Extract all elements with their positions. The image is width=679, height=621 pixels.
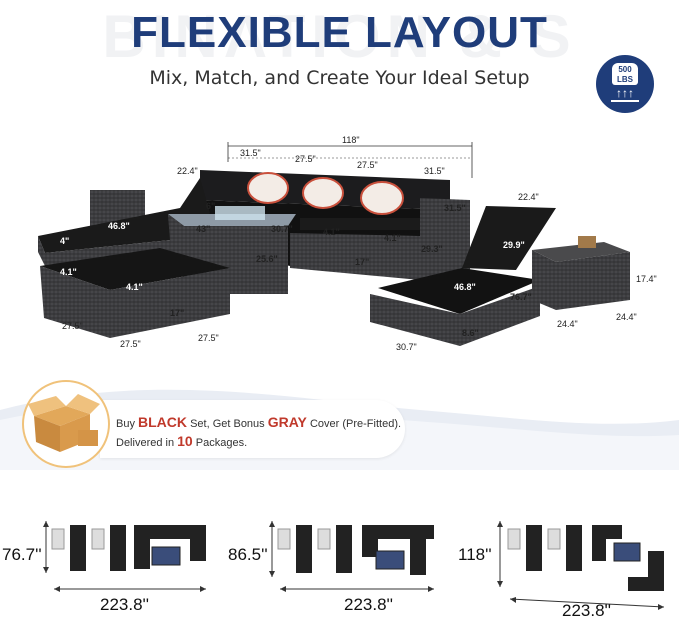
dim-sofa-depth: 31.5" xyxy=(444,203,466,213)
dim-lounger-width: 30.7" xyxy=(396,342,417,352)
layout-height-label: 76.7'' xyxy=(2,545,42,564)
dim-back-c: 27.5" xyxy=(357,160,378,170)
dim-left-back: 29.9" xyxy=(160,196,182,206)
layout-height-label: 118'' xyxy=(458,545,492,564)
dim-ottoman-cushion-a: 4.1" xyxy=(60,267,77,277)
layout-width-label: 223.8'' xyxy=(562,601,612,620)
arrow-up-icon: ↑↑↑ xyxy=(616,86,634,100)
dim-back-a: 31.5" xyxy=(240,148,261,158)
dim-left-depth: 22.4" xyxy=(177,166,198,176)
promo-text: Packages. xyxy=(192,437,248,449)
side-table: 17.4" 24.4" 24.4" xyxy=(532,236,657,329)
dim-sofa-seat-height: 17" xyxy=(355,257,369,267)
dim-ottoman-cushion-b: 4.1" xyxy=(126,282,143,292)
promo-text: Delivered in xyxy=(116,437,178,449)
dim-ottoman-w-b: 27.5" xyxy=(120,339,141,349)
dim-sofa-height: 29.3" xyxy=(421,244,443,254)
layout-config-1: 76.7'' 223.8'' xyxy=(0,505,226,621)
dim-lounger-len: 46.8" xyxy=(454,282,476,292)
dim-back-d: 31.5" xyxy=(424,166,445,176)
dim-lounger-height: 8.6" xyxy=(462,328,479,338)
promo-callout: Buy BLACK Set, Get Bonus GRAY Cover (Pre… xyxy=(100,400,405,458)
layout-config-2: 86.5'' 223.8'' xyxy=(226,505,452,621)
background-watermark: BINATION & S xyxy=(102,3,577,70)
dim-fire-30-7: 30.7" xyxy=(271,224,293,234)
promo-text: Buy xyxy=(116,418,139,430)
promo-black: BLACK xyxy=(138,414,188,430)
base-bar xyxy=(611,100,639,102)
dim-sofa-seat-b: 4.1" xyxy=(384,233,401,243)
promo-gray: GRAY xyxy=(267,414,307,430)
dim-fire-25-6: 25.6" xyxy=(256,254,278,264)
page-title: FLEXIBLE LAYOUT xyxy=(131,8,548,57)
dim-fire-43: 43" xyxy=(196,224,210,234)
layout-width-label: 223.8'' xyxy=(344,595,394,614)
dim-sofa-seat-a: 4.1" xyxy=(323,227,340,237)
dim-fire-6: 6" xyxy=(206,201,215,211)
weight-unit: LBS xyxy=(617,75,633,84)
dim-total-width: 118" xyxy=(342,135,360,145)
layout-config-3: 118'' 223.8'' xyxy=(452,505,679,621)
dim-lounger-back: 29.9" xyxy=(503,240,525,250)
dim-back-b: 27.5" xyxy=(295,154,316,164)
layout-diagram xyxy=(43,521,206,592)
promo-line-2: Delivered in 10 Packages. xyxy=(116,433,247,449)
dim-side-table-h: 17.4" xyxy=(636,274,657,284)
dim-left-cushion: 4" xyxy=(60,236,69,246)
ottomans: 4.1" 4.1" 17" 27.5" 27.5" 27.5" xyxy=(40,248,230,349)
dim-side-table-w: 24.4" xyxy=(557,319,578,329)
package-box-icon xyxy=(22,380,110,468)
layout-diagram xyxy=(497,521,665,610)
dim-side-table-d: 24.4" xyxy=(616,312,637,322)
weight-capacity-icon: 500 LBS xyxy=(612,63,638,85)
furniture-scene: 118" 31.5" 27.5" 27.5" 31.5" 4.1" 4.1" 3… xyxy=(38,135,657,352)
promo-text: Set, Get Bonus xyxy=(187,418,268,430)
right-chaise-lounger: 22.4" 29.9" 46.8" 76.7" 8.6" 30.7" xyxy=(370,192,556,352)
total-width-dimension: 118" 31.5" 27.5" 27.5" 31.5" xyxy=(227,135,473,178)
page-subtitle: Mix, Match, and Create Your Ideal Setup xyxy=(149,67,530,89)
promo-package-count: 10 xyxy=(177,433,193,449)
dim-left-seat-len: 46.8" xyxy=(108,221,130,231)
weight-capacity-badge: 500 LBS ↑↑↑ xyxy=(596,55,654,113)
layout-height-label: 86.5'' xyxy=(228,545,268,564)
dim-lounger-full: 76.7" xyxy=(510,292,532,302)
layout-diagram xyxy=(269,521,434,592)
promo-line-1: Buy BLACK Set, Get Bonus GRAY Cover (Pre… xyxy=(116,414,401,430)
layout-width-label: 223.8'' xyxy=(100,595,150,614)
promo-text: Cover (Pre-Fitted). xyxy=(306,418,402,430)
dim-ottoman-w-c: 27.5" xyxy=(198,333,219,343)
dim-ottoman-w-a: 27.5" xyxy=(62,321,83,331)
left-chaise-lounger: 22.4" 29.9" 46.8" 4" xyxy=(38,166,210,266)
dim-right-depth: 22.4" xyxy=(518,192,539,202)
weight-value: 500 xyxy=(618,65,632,74)
dim-ottoman-height: 17" xyxy=(170,308,184,318)
